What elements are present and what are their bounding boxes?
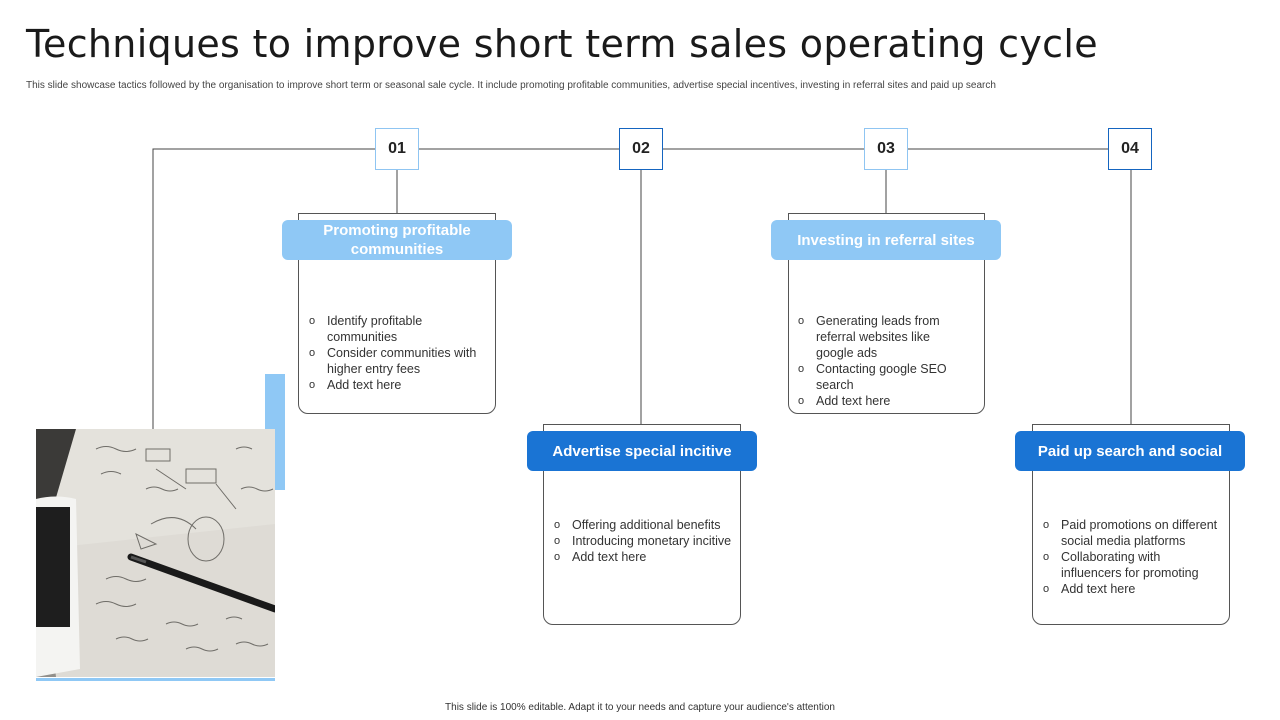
step-heading-03: Investing in referral sites bbox=[771, 220, 1001, 260]
bullet-item: Paid promotions on different social medi… bbox=[1043, 517, 1221, 549]
notebook-photo bbox=[36, 429, 275, 677]
bullet-item: Add text here bbox=[309, 377, 479, 393]
step-bullets-03: Generating leads from referral websites … bbox=[798, 313, 970, 409]
photo-underline bbox=[36, 678, 275, 681]
step-number-04: 04 bbox=[1108, 128, 1152, 170]
bullet-item: Add text here bbox=[554, 549, 732, 565]
footer-note: This slide is 100% editable. Adapt it to… bbox=[445, 702, 835, 713]
bullet-item: Add text here bbox=[1043, 581, 1221, 597]
bullet-item: Offering additional benefits bbox=[554, 517, 732, 533]
page-subtitle: This slide showcase tactics followed by … bbox=[26, 80, 996, 91]
bullet-item: Consider communities with higher entry f… bbox=[309, 345, 479, 377]
step-bullets-02: Offering additional benefits Introducing… bbox=[554, 517, 732, 565]
step-heading-04: Paid up search and social bbox=[1015, 431, 1245, 471]
step-heading-02: Advertise special incitive bbox=[527, 431, 757, 471]
step-heading-01: Promoting profitable communities bbox=[282, 220, 512, 260]
bullet-item: Contacting google SEO search bbox=[798, 361, 970, 393]
bullet-item: Identify profitable communities bbox=[309, 313, 479, 345]
step-number-01: 01 bbox=[375, 128, 419, 170]
timeline-line bbox=[152, 148, 1131, 429]
bullet-item: Generating leads from referral websites … bbox=[798, 313, 970, 361]
bullet-item: Collaborating with influencers for promo… bbox=[1043, 549, 1221, 581]
bullet-item: Add text here bbox=[798, 393, 970, 409]
step-bullets-01: Identify profitable communities Consider… bbox=[309, 313, 479, 393]
step-number-02: 02 bbox=[619, 128, 663, 170]
step-number-03: 03 bbox=[864, 128, 908, 170]
step-bullets-04: Paid promotions on different social medi… bbox=[1043, 517, 1221, 597]
page-title: Techniques to improve short term sales o… bbox=[26, 22, 1098, 66]
bullet-item: Introducing monetary incitive bbox=[554, 533, 732, 549]
